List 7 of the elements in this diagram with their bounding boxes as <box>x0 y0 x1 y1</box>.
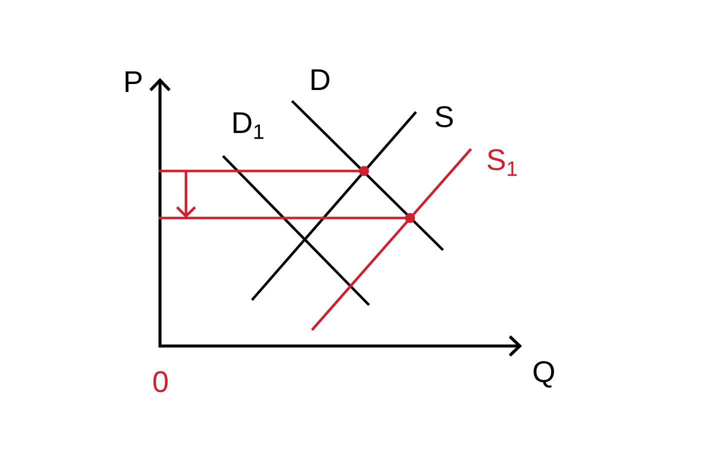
axis-label: Q <box>534 361 554 388</box>
curve-label: D$_{1}$ <box>234 112 264 139</box>
curve-label: D <box>312 69 330 90</box>
axis-label: P <box>126 71 142 92</box>
curve-label: S <box>436 106 453 128</box>
curve-label: S$_{1}$ <box>488 149 517 176</box>
origin-label: 0 <box>153 371 168 392</box>
